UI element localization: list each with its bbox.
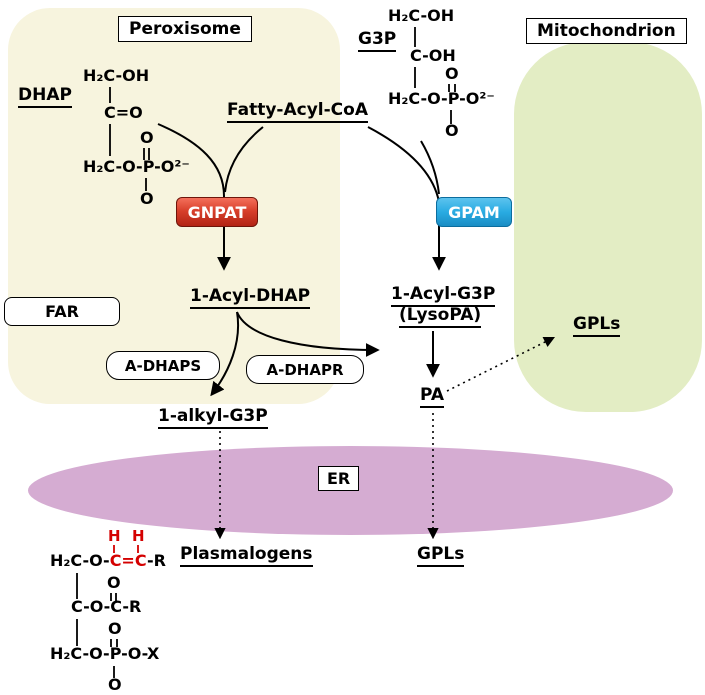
far-enzyme: FAR [4, 297, 120, 326]
g3p-label: G3P [358, 29, 397, 52]
plasmalogen-oxygen-below-p: O [108, 675, 122, 694]
g3p-oxygen-above: O [445, 64, 459, 83]
pa-label: PA [420, 385, 445, 408]
alkyl-g3p-label: 1-alkyl-G3P [158, 406, 268, 429]
arrow-pa-to-mito-gpls [446, 336, 556, 392]
arrow-acyl-dhap-to-alkyl-g3p [210, 311, 239, 397]
g3p-structure-bonds [414, 27, 456, 124]
dhap-oxygen-below: O [140, 189, 154, 208]
gpls-mito-label: GPLs [573, 314, 621, 337]
dhap-row1: H₂C-OH [83, 66, 150, 85]
arrow-facoa-to-acyl-g3p [367, 126, 446, 271]
fatty-acyl-coa-label: Fatty-Acyl-CoA [227, 100, 368, 123]
dhap-oxygen-above: O [140, 128, 154, 147]
plasmalogen-vinyl-ether: C=C [109, 551, 147, 570]
plasmalogens-label: Plasmalogens [180, 544, 313, 567]
gnpat-enzyme: GNPAT [176, 197, 258, 227]
a-dhaps-enzyme: A-DHAPS [106, 351, 220, 380]
g3p-row1: H₂C-OH [388, 6, 455, 25]
plasmalogen-oxygen-above-p: O [108, 619, 122, 638]
dhap-row3: H₂C-O-P-O²⁻ [83, 157, 190, 176]
mitochondrion-label: Mitochondrion [526, 18, 687, 44]
acyl-dhap-label: 1-Acyl-DHAP [190, 286, 311, 309]
plasmalogen-row3: H₂C-O-P-O-X [50, 644, 160, 663]
plasmalogen-ester-oxygen: O [107, 573, 121, 592]
dhap-label: DHAP [18, 85, 72, 108]
a-dhapr-enzyme: A-DHAPR [246, 355, 364, 384]
plasmalogen-h1: H [108, 527, 121, 545]
g3p-row2: C-OH [410, 46, 456, 65]
dhap-structure-bonds [109, 87, 150, 191]
arrow-g3p-to-gpam [420, 140, 440, 195]
plasmalogen-row1-right: -R [146, 551, 166, 570]
peroxisome-label: Peroxisome [118, 16, 252, 42]
arrow-facoa-to-gnpat [224, 126, 264, 193]
plasmalogen-row2: C-O-C-R [71, 597, 142, 616]
lysopa-label: (LysoPA) [399, 305, 482, 328]
er-label: ER [318, 466, 360, 491]
plasmalogen-row1-left: H₂C-O- [50, 551, 110, 570]
plasmalogen-structure-bonds [76, 545, 139, 678]
gpam-enzyme: GPAM [436, 197, 512, 227]
plasmalogen-row1: H₂C-O-C=C-R [50, 551, 166, 570]
g3p-oxygen-below: O [445, 121, 459, 140]
dhap-row2: C=O [104, 103, 143, 122]
arrow-dhap-to-acyl-dhap [157, 123, 231, 271]
g3p-row3: H₂C-O-P-O²⁻ [388, 89, 495, 108]
mitochondrion-compartment [514, 42, 702, 412]
plasmalogen-h2: H [132, 527, 145, 545]
arrow-acyl-dhap-to-lysopa [236, 311, 380, 357]
gpls-er-label: GPLs [417, 544, 465, 567]
acyl-g3p-label: 1-Acyl-G3P [391, 284, 496, 307]
peroxisome-compartment [8, 8, 340, 404]
